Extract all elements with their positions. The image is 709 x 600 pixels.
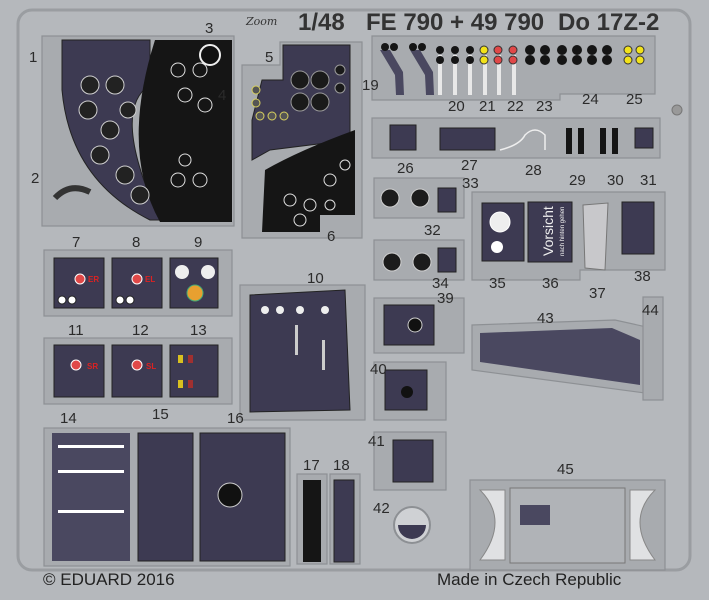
part-number: 16	[227, 410, 244, 427]
part-strip-26-31	[371, 117, 661, 159]
part-number: 33	[462, 175, 479, 192]
part-number: 22	[507, 98, 524, 115]
part-group-35-38: Vorsicht nach hinten gehen	[471, 191, 666, 281]
part-number: 17	[303, 457, 320, 474]
part-strip-19-25	[371, 35, 683, 116]
part-number: 13	[190, 322, 207, 339]
part-group-7-9: ER EL	[43, 249, 233, 317]
part-2-arc	[52, 185, 92, 201]
part-3-instrument	[199, 44, 221, 66]
part-number: 43	[537, 310, 554, 327]
part-group-14-18	[43, 427, 361, 567]
part-number: 15	[152, 406, 169, 423]
copyright-text: © EDUARD 2016	[43, 570, 175, 589]
part-number: 9	[194, 234, 202, 251]
part-number: 12	[132, 322, 149, 339]
part-number: 40	[370, 361, 387, 378]
instrument-panel-4	[138, 40, 232, 222]
part-number: 31	[640, 172, 657, 189]
header: Zoom 1/48 FE 790 + 49 790 Do 17Z-2	[245, 9, 659, 36]
part-group-39-42	[373, 297, 465, 544]
placard-subtitle: nach hinten gehen	[560, 207, 566, 256]
part-number: 41	[368, 433, 385, 450]
part-number: 24	[582, 91, 599, 108]
part-number: 37	[589, 285, 606, 302]
part-group-1-4	[41, 35, 235, 227]
part-number: 30	[607, 172, 624, 189]
part-number: 28	[525, 162, 542, 179]
part-number: 2	[31, 170, 39, 187]
part-number: 35	[489, 275, 506, 292]
marking-sr: SR	[87, 362, 98, 371]
marking-el: EL	[145, 275, 155, 284]
part-number: 20	[448, 98, 465, 115]
part-number: 23	[536, 98, 553, 115]
part-number: 10	[307, 270, 324, 287]
part-number: 38	[634, 268, 651, 285]
part-number: 14	[60, 410, 77, 427]
part-number: 8	[132, 234, 140, 251]
zoom-logo: Zoom	[245, 15, 277, 28]
part-group-11-13: SR SL	[43, 337, 233, 405]
part-number: 44	[642, 302, 659, 319]
instrument-panel-6	[262, 130, 355, 232]
part-number: 7	[72, 234, 80, 251]
part-number: 45	[557, 461, 574, 478]
part-number: 18	[333, 457, 350, 474]
part-number: 3	[205, 20, 213, 37]
part-number: 32	[424, 222, 441, 239]
part-number: 19	[362, 77, 379, 94]
part-number: 5	[265, 49, 273, 66]
set-codes: FE 790 + 49 790	[366, 9, 544, 36]
part-number: 25	[626, 91, 643, 108]
part-number: 26	[397, 160, 414, 177]
part-number: 1	[29, 49, 37, 66]
placard-title: Vorsicht	[540, 206, 556, 256]
part-group-43-44	[471, 296, 664, 401]
part-number: 27	[461, 157, 478, 174]
part-number: 29	[569, 172, 586, 189]
part-45	[469, 479, 666, 571]
marking-sl: SL	[146, 362, 156, 371]
part-number: 36	[542, 275, 559, 292]
part-number: 39	[437, 290, 454, 307]
part-number: 21	[479, 98, 496, 115]
part-number: 4	[218, 87, 226, 104]
vorsicht-placard	[527, 201, 573, 263]
marking-er: ER	[88, 275, 99, 284]
part-number: 11	[68, 322, 84, 339]
fret-frame	[16, 8, 692, 572]
part-number: 42	[373, 500, 390, 517]
origin-text: Made in Czech Republic	[437, 570, 622, 589]
part-number: 34	[432, 275, 449, 292]
aircraft-name: Do 17Z-2	[558, 9, 659, 36]
part-10	[239, 284, 366, 421]
part-number: 6	[327, 228, 335, 245]
part-numbers: 1 2 3 4 5 6 7 8 9 10 11 12 13 14 15 16 1…	[29, 20, 659, 517]
scale-label: 1/48	[298, 9, 345, 36]
part-group-32-34	[373, 177, 465, 281]
part-group-5-6	[241, 41, 363, 239]
